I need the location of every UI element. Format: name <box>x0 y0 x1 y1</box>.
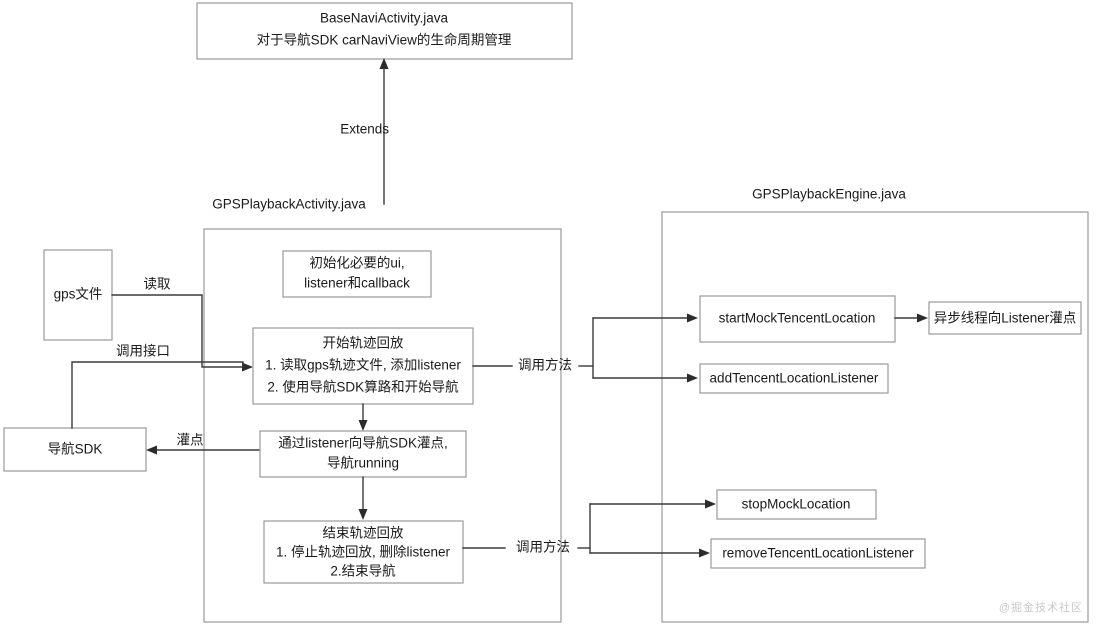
watermark: @掘金技术社区 <box>999 600 1083 614</box>
remove-tencent-location-listener-label: removeTencentLocationListener <box>722 546 914 561</box>
start-mock-tencent-location-box[interactable]: startMockTencentLocation <box>699 295 896 343</box>
init-box[interactable]: 初始化必要的ui, listener和callback <box>282 250 432 298</box>
gps-file-box[interactable]: gps文件 <box>43 249 113 341</box>
base-navi-activity-line1: BaseNaviActivity.java <box>320 11 449 26</box>
start-to-feeding-connector <box>358 403 368 431</box>
feeding-to-end-connector <box>358 476 368 520</box>
end-playback-box[interactable]: 结束轨迹回放 1. 停止轨迹回放, 删除listener 2.结束导航 <box>263 520 464 584</box>
feeding-line1: 通过listener向导航SDK灌点, <box>278 436 448 451</box>
add-tencent-location-listener-box[interactable]: addTencentLocationListener <box>699 363 889 394</box>
panel-gps-playback-engine: GPSPlaybackEngine.java <box>661 187 1089 623</box>
init-box-line1: 初始化必要的ui, <box>309 255 404 271</box>
feed-point-label: 灌点 <box>177 433 204 448</box>
call-method-top-connector: 调用方法 <box>472 313 698 383</box>
init-box-line2: listener和callback <box>304 276 410 291</box>
base-navi-activity-line2: 对于导航SDK carNaviView的生命周期管理 <box>257 32 512 48</box>
navi-sdk-box[interactable]: 导航SDK <box>3 427 147 472</box>
call-method-bottom-label: 调用方法 <box>516 540 570 555</box>
start-playback-line1: 开始轨迹回放 <box>323 336 404 351</box>
feeding-box[interactable]: 通过listener向导航SDK灌点, 导航running <box>259 430 467 478</box>
async-thread-feed-box[interactable]: 异步线程向Listener灌点 <box>928 301 1082 335</box>
async-thread-feed-label: 异步线程向Listener灌点 <box>934 311 1077 326</box>
base-navi-activity-box[interactable]: BaseNaviActivity.java 对于导航SDK carNaviVie… <box>196 2 573 60</box>
end-playback-line1: 结束轨迹回放 <box>323 526 404 541</box>
start-mock-tencent-location-label: startMockTencentLocation <box>719 311 876 326</box>
start-playback-line3: 2. 使用导航SDK算路和开始导航 <box>267 379 459 395</box>
feeding-line2: 导航running <box>327 456 399 471</box>
extends-label: Extends <box>340 122 389 137</box>
remove-tencent-location-listener-box[interactable]: removeTencentLocationListener <box>710 538 926 569</box>
navi-sdk-label: 导航SDK <box>48 442 103 457</box>
end-playback-line3: 2.结束导航 <box>330 564 396 579</box>
stop-mock-location-label: stopMockLocation <box>742 497 851 512</box>
end-playback-line2: 1. 停止轨迹回放, 删除listener <box>276 544 451 560</box>
gps-file-label: gps文件 <box>54 287 103 302</box>
start-playback-line2: 1. 读取gps轨迹文件, 添加listener <box>265 358 461 373</box>
panel-title-engine: GPSPlaybackEngine.java <box>752 187 906 202</box>
extends-connector: Extends <box>340 58 389 205</box>
add-tencent-location-listener-label: addTencentLocationListener <box>710 371 879 386</box>
read-label: 读取 <box>144 277 171 292</box>
call-interface-label: 调用接口 <box>116 343 170 359</box>
call-interface-connector: 调用接口 <box>71 343 244 429</box>
start-playback-box[interactable]: 开始轨迹回放 1. 读取gps轨迹文件, 添加listener 2. 使用导航S… <box>252 327 474 405</box>
read-connector: 读取 <box>111 277 253 372</box>
call-method-bottom-connector: 调用方法 <box>462 499 716 558</box>
feed-point-connector: 灌点 <box>146 433 261 455</box>
call-method-top-label: 调用方法 <box>518 358 572 373</box>
start-mock-to-async-connector <box>894 313 928 323</box>
panel-title-activity: GPSPlaybackActivity.java <box>212 197 366 212</box>
panel-gps-playback-activity: GPSPlaybackActivity.java <box>203 197 562 623</box>
stop-mock-location-box[interactable]: stopMockLocation <box>716 489 877 520</box>
